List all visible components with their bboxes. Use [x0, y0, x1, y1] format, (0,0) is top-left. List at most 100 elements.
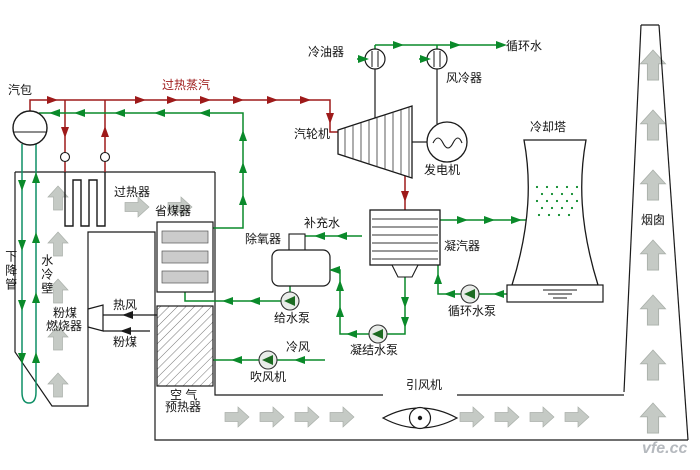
condenser-symbol	[369, 209, 441, 278]
turbine-blade-hatch	[344, 107, 410, 177]
water-wall-label: 水冷壁	[39, 254, 54, 296]
generator-wave-icon	[432, 137, 463, 149]
flow-arrow-icon	[231, 356, 242, 364]
flow-arrow-icon	[167, 96, 178, 104]
watermark: vfe.cc	[642, 440, 688, 457]
flow-arrow-icon	[484, 216, 495, 224]
flow-arrow-icon	[457, 216, 468, 224]
flow-arrow-icon	[450, 41, 461, 49]
flow-arrow-icon	[233, 96, 244, 104]
flow-arrow-icon	[249, 297, 260, 305]
flue-gas-arrow-right-icon	[259, 406, 285, 428]
flue-gas-arrow-up-icon	[639, 239, 667, 271]
steam-drum-symbol	[12, 110, 48, 146]
flow-arrow-icon	[61, 127, 69, 138]
flow-arrow-icon	[336, 232, 347, 240]
induced-draft-fan-label: 引风机	[406, 378, 443, 392]
feed-pump-symbol	[280, 291, 300, 311]
oil-cooler-label: 冷油器	[308, 45, 345, 59]
hot-air-label: 热风	[113, 298, 138, 312]
flow-arrow-icon	[314, 232, 325, 240]
flue-gas-arrow-right-icon	[294, 406, 320, 428]
pulverized-coal-label: 粉煤	[113, 335, 138, 349]
flow-arrow-icon	[49, 109, 60, 117]
flow-arrow-icon	[47, 96, 58, 104]
flow-arrow-icon	[120, 327, 131, 335]
flow-arrow-icon	[32, 172, 40, 183]
oil-cooler-symbol	[364, 48, 386, 70]
coal-burner-symbol	[87, 304, 104, 332]
flow-arrow-icon	[444, 290, 455, 298]
flue-gas-arrow-up-icon	[639, 294, 667, 326]
feed-pump-label: 给水泵	[274, 311, 311, 325]
generator-symbol	[426, 121, 468, 163]
cold-air-label: 冷风	[286, 340, 311, 354]
boiler-structure	[14, 24, 689, 441]
auxiliary-lines	[103, 69, 438, 332]
flow-arrow-icon	[336, 306, 344, 317]
economizer-symbol	[156, 221, 214, 293]
flue-gas-arrow-up-icon	[47, 231, 69, 257]
downcomer-label: 下降管	[3, 250, 18, 292]
generator-label: 发电机	[424, 163, 461, 177]
flow-arrow-icon	[434, 273, 442, 284]
flow-arrow-icon	[336, 280, 344, 291]
cooling-tower-label: 冷却塔	[530, 120, 567, 134]
economizer-label: 省煤器	[155, 204, 192, 218]
valve-icon	[59, 151, 71, 163]
downcomer-waterwall-loop	[21, 144, 37, 404]
flue-gas-arrow-up-icon	[639, 109, 667, 141]
flow-arrow-icon	[346, 330, 357, 338]
condenser-tube-bundle	[372, 218, 438, 260]
flue-gas-arrow-up-icon	[47, 372, 69, 398]
tower-spray-dots	[535, 185, 579, 217]
superheater-label: 过热器	[114, 185, 151, 199]
air-cooler-label: 风冷器	[446, 71, 483, 85]
flow-arrow-icon	[135, 96, 146, 104]
flow-arrow-icon	[401, 297, 409, 308]
flue-gas-arrow-up-icon	[639, 169, 667, 201]
flue-gas-arrow-right-icon	[459, 406, 485, 428]
flow-arrow-icon	[239, 162, 247, 173]
steam-turbine-symbol	[337, 105, 413, 179]
circulating-water-label: 循环水	[506, 39, 543, 53]
condenser-label: 凝汽器	[444, 239, 481, 253]
flue-gas-arrow-up-icon	[639, 349, 667, 381]
flue-gas-arrow-right-icon	[564, 406, 590, 428]
flow-arrow-icon	[401, 317, 409, 328]
air-preheater-label-line2: 预热器	[165, 400, 202, 414]
flow-arrow-icon	[32, 232, 40, 243]
blower-label: 吹风机	[250, 370, 287, 384]
valve-icon	[99, 151, 111, 163]
flue-gas-arrow-up-icon	[639, 402, 667, 434]
burner-label-line1: 粉煤	[53, 306, 78, 320]
circulating-pump-symbol	[460, 284, 480, 304]
flue-gas-arrow-right-icon	[224, 406, 250, 428]
pumps	[258, 284, 480, 370]
flow-arrow-icon	[267, 96, 278, 104]
fan-axle	[417, 415, 423, 421]
flue-gas-arrow-right-icon	[329, 406, 355, 428]
makeup-water-label: 补充水	[304, 216, 341, 230]
deaerator-dome	[288, 233, 306, 252]
flow-arrow-icon	[18, 240, 26, 251]
flow-arrow-icon	[239, 130, 247, 141]
flow-arrow-icon	[493, 290, 504, 298]
flow-arrow-icon	[239, 194, 247, 205]
air-preheater-label-line1: 空 气	[170, 388, 198, 402]
deaerator-tank	[271, 249, 331, 287]
flow-arrow-icon	[329, 266, 340, 274]
chimney-left-edge	[623, 24, 642, 393]
condensate-pipe	[331, 269, 406, 335]
induced-draft-fan-symbol	[381, 406, 459, 430]
flow-arrow-icon	[154, 109, 165, 117]
burner-label-line2: 燃烧器	[46, 319, 83, 333]
deaerator-symbol	[271, 233, 331, 287]
steam-valves	[59, 151, 111, 163]
flow-arrow-icon	[511, 216, 522, 224]
steam-turbine-label: 汽轮机	[294, 127, 331, 141]
flow-arrow-icon	[32, 352, 40, 363]
chimney-right-edge	[658, 24, 689, 441]
flue-gas-arrow-right-icon	[529, 406, 555, 428]
